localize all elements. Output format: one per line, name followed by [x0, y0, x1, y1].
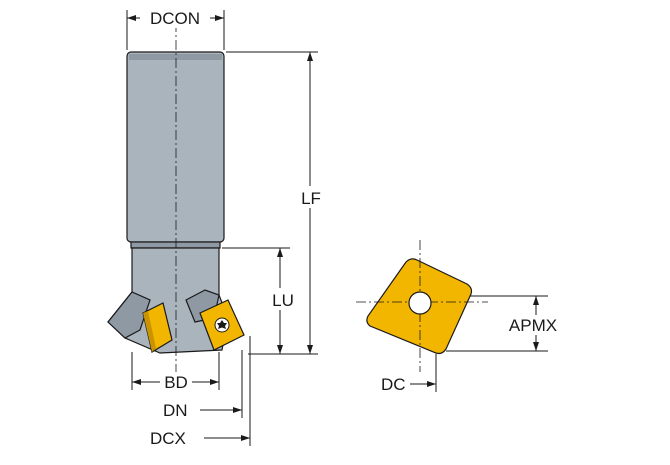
- label-bd: BD: [164, 373, 188, 392]
- label-dn: DN: [163, 401, 188, 420]
- label-dcon: DCON: [150, 9, 200, 28]
- dim-lu: LU: [222, 247, 300, 354]
- dim-dcx: DCX: [150, 336, 251, 448]
- label-lf: LF: [301, 189, 321, 208]
- dim-lf: LF: [226, 51, 326, 355]
- insert-detail: [356, 240, 488, 372]
- insert-left-edge: [143, 311, 156, 352]
- shank-body: [126, 51, 225, 243]
- dim-dc: DC: [381, 354, 437, 394]
- dim-dcon: DCON: [126, 8, 225, 50]
- dim-bd: BD: [131, 352, 220, 392]
- tool-shank: [126, 51, 225, 249]
- shank-neck: [130, 241, 221, 249]
- label-dcx: DCX: [150, 429, 186, 448]
- label-lu: LU: [272, 291, 294, 310]
- label-dc: DC: [381, 375, 406, 394]
- insert-hole: [408, 291, 432, 315]
- dim-apmx: APMX: [446, 295, 568, 352]
- dim-dn: DN: [163, 350, 243, 420]
- cutter-head: [107, 247, 229, 354]
- torx-icon: [217, 320, 227, 329]
- tool-inserts: [142, 299, 245, 353]
- label-apmx: APMX: [509, 316, 557, 335]
- shank-chamfer-top: [129, 54, 222, 60]
